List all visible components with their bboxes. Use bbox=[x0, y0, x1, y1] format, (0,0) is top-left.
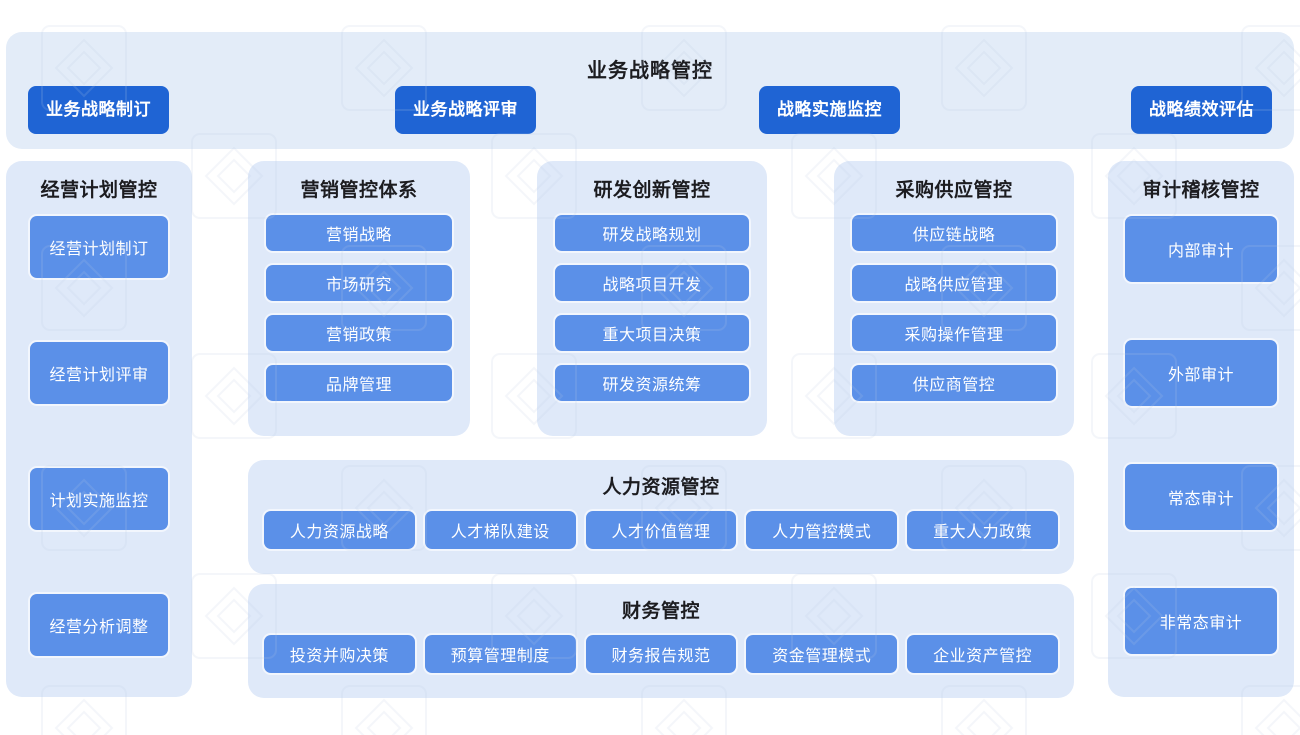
banner-title: 业务战略管控 bbox=[587, 60, 713, 82]
chip-audit-1[interactable]: 外部审计 bbox=[1125, 340, 1277, 406]
banner-button-strategy-formulation[interactable]: 业务战略制订 bbox=[28, 86, 169, 134]
card-procurement-supply-control: 采购供应管控 供应链战略 战略供应管理 采购操作管理 供应商管控 bbox=[834, 161, 1074, 436]
card-marketing-control-system: 营销管控体系 营销战略 市场研究 营销政策 品牌管理 bbox=[248, 161, 470, 436]
chip-finance-4[interactable]: 企业资产管控 bbox=[907, 635, 1058, 673]
chip-hr-1[interactable]: 人才梯队建设 bbox=[424, 511, 576, 549]
chip-procurement-3[interactable]: 供应商管控 bbox=[852, 365, 1056, 401]
chip-procurement-0[interactable]: 供应链战略 bbox=[852, 215, 1056, 251]
chip-hr-3[interactable]: 人力管控模式 bbox=[746, 511, 898, 549]
banner-button-strategy-implementation-monitoring[interactable]: 战略实施监控 bbox=[759, 86, 900, 134]
finance-chip-row: 投资并购决策 预算管理制度 财务报告规范 资金管理模式 企业资产管控 bbox=[264, 635, 1058, 673]
chip-finance-3[interactable]: 资金管理模式 bbox=[746, 635, 898, 673]
chip-hr-4[interactable]: 重大人力政策 bbox=[907, 511, 1058, 549]
chip-marketing-1[interactable]: 市场研究 bbox=[266, 265, 452, 301]
chip-plan-3[interactable]: 经营分析调整 bbox=[30, 594, 168, 656]
chip-finance-0[interactable]: 投资并购决策 bbox=[264, 635, 415, 673]
card-audit-inspection-control: 审计稽核管控 内部审计 外部审计 常态审计 非常态审计 bbox=[1108, 161, 1294, 697]
chip-hr-0[interactable]: 人力资源战略 bbox=[264, 511, 415, 549]
chip-audit-0[interactable]: 内部审计 bbox=[1125, 216, 1277, 282]
chip-finance-1[interactable]: 预算管理制度 bbox=[424, 635, 576, 673]
banner-button-strategy-performance-evaluation[interactable]: 战略绩效评估 bbox=[1131, 86, 1272, 134]
chip-procurement-2[interactable]: 采购操作管理 bbox=[852, 315, 1056, 351]
card-title-business-plan-control: 经营计划管控 bbox=[40, 180, 158, 201]
chip-audit-3[interactable]: 非常态审计 bbox=[1125, 588, 1277, 654]
card-rd-innovation-control: 研发创新管控 研发战略规划 战略项目开发 重大项目决策 研发资源统筹 bbox=[537, 161, 767, 436]
chip-finance-2[interactable]: 财务报告规范 bbox=[585, 635, 737, 673]
chip-plan-2[interactable]: 计划实施监控 bbox=[30, 468, 168, 530]
card-title-procurement-supply-control: 采购供应管控 bbox=[895, 180, 1013, 201]
chip-rd-1[interactable]: 战略项目开发 bbox=[555, 265, 749, 301]
banner-button-strategy-review[interactable]: 业务战略评审 bbox=[395, 86, 536, 134]
chip-rd-2[interactable]: 重大项目决策 bbox=[555, 315, 749, 351]
chip-rd-3[interactable]: 研发资源统筹 bbox=[555, 365, 749, 401]
card-title-rd-innovation-control: 研发创新管控 bbox=[593, 180, 711, 201]
chip-plan-0[interactable]: 经营计划制订 bbox=[30, 216, 168, 278]
business-strategy-banner: 业务战略管控 业务战略制订 业务战略评审 战略实施监控 战略绩效评估 bbox=[6, 32, 1294, 149]
chip-plan-1[interactable]: 经营计划评审 bbox=[30, 342, 168, 404]
chip-audit-2[interactable]: 常态审计 bbox=[1125, 464, 1277, 530]
chip-procurement-1[interactable]: 战略供应管理 bbox=[852, 265, 1056, 301]
hr-chip-row: 人力资源战略 人才梯队建设 人才价值管理 人力管控模式 重大人力政策 bbox=[264, 511, 1058, 549]
card-financial-control: 财务管控 投资并购决策 预算管理制度 财务报告规范 资金管理模式 企业资产管控 bbox=[248, 584, 1074, 698]
card-title-marketing-control-system: 营销管控体系 bbox=[300, 180, 418, 201]
chip-marketing-2[interactable]: 营销政策 bbox=[266, 315, 452, 351]
card-human-resources-control: 人力资源管控 人力资源战略 人才梯队建设 人才价值管理 人力管控模式 重大人力政… bbox=[248, 460, 1074, 574]
chip-rd-0[interactable]: 研发战略规划 bbox=[555, 215, 749, 251]
chip-marketing-0[interactable]: 营销战略 bbox=[266, 215, 452, 251]
chip-marketing-3[interactable]: 品牌管理 bbox=[266, 365, 452, 401]
card-business-plan-control: 经营计划管控 经营计划制订 经营计划评审 计划实施监控 经营分析调整 bbox=[6, 161, 192, 697]
chip-hr-2[interactable]: 人才价值管理 bbox=[585, 511, 737, 549]
card-title-audit-inspection-control: 审计稽核管控 bbox=[1142, 180, 1260, 201]
card-title-financial-control: 财务管控 bbox=[621, 601, 700, 622]
card-title-human-resources-control: 人力资源管控 bbox=[602, 477, 720, 498]
